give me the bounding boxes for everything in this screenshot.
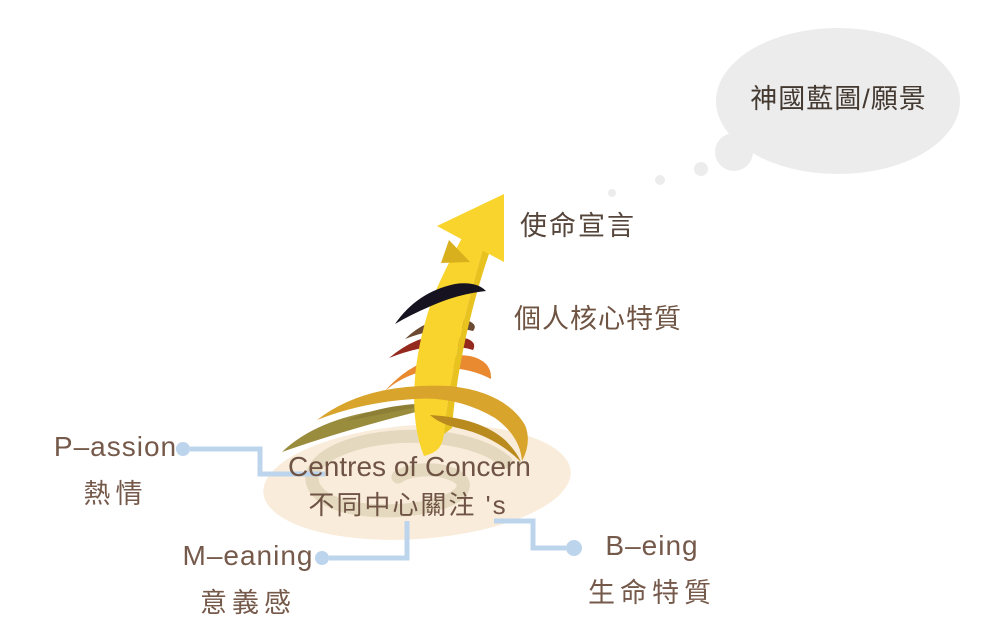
passion-connector-line — [190, 446, 325, 477]
navy-ring — [395, 283, 486, 324]
orange-ring — [383, 355, 492, 393]
passion-callout: P–assion 熱情 — [38, 431, 193, 511]
bubble-trail-dot-small — [608, 189, 616, 197]
gold-ring-inner — [430, 415, 521, 462]
vision-bubble-label: 神國藍圖/願景 — [750, 84, 927, 114]
vision-bubble — [716, 28, 960, 174]
meaning-label-en: M–eaning — [182, 540, 314, 571]
being-callout: B–eing 生命特質 — [577, 530, 727, 610]
core-traits-label: 個人核心特質 — [514, 304, 682, 334]
meaning-connector-dot — [315, 551, 329, 565]
mission-statement-label: 使命宣言 — [520, 211, 636, 241]
meaning-label-zh: 意義感 — [200, 588, 296, 618]
passion-connector-dot — [176, 442, 190, 456]
passion-label-en: P–assion — [53, 431, 178, 462]
centres-of-concern-title-en: Centres of Concern — [288, 451, 531, 482]
bubble-trail-dot-medium — [655, 175, 665, 185]
being-label-zh: 生命特質 — [588, 578, 716, 608]
base-swirl — [305, 429, 513, 518]
centres-of-concern-title-zh: 不同中心關注 's — [308, 490, 508, 520]
gold-ring — [317, 385, 528, 461]
passion-label-zh: 熱情 — [83, 479, 148, 509]
bubble-trail-dot-large — [694, 162, 708, 176]
meaning-connector-line — [329, 521, 410, 561]
arrow-head — [437, 194, 504, 262]
arrow-fold — [441, 240, 470, 263]
being-label-en: B–eing — [605, 530, 699, 561]
being-connector-line — [494, 518, 566, 551]
olive-ring-small — [346, 403, 436, 421]
being-connector-dot — [566, 540, 582, 556]
meaning-callout: M–eaning 意義感 — [168, 540, 328, 620]
